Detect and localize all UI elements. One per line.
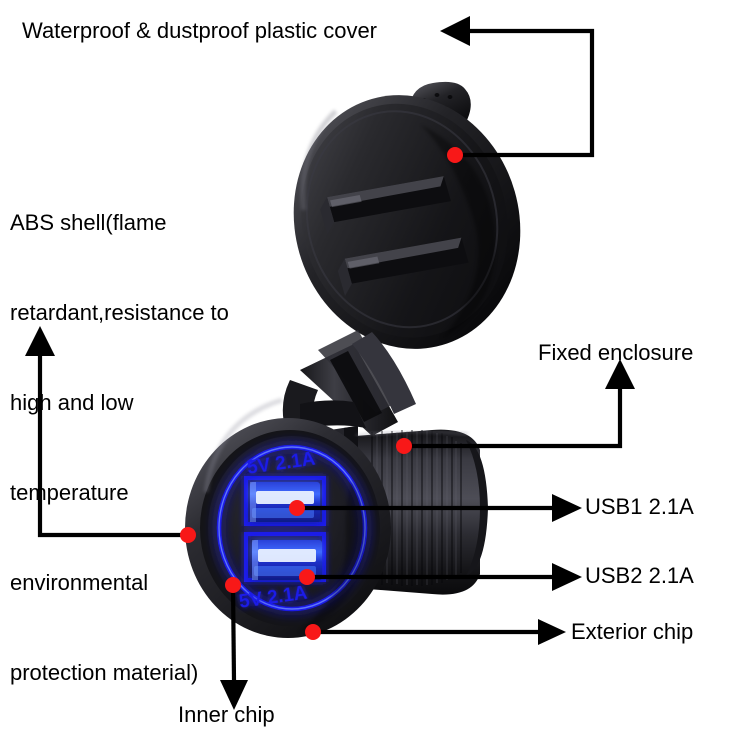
arrowhead-usb2 xyxy=(552,563,582,591)
waterproof-cover-art xyxy=(293,81,521,349)
arrowhead-fixed-enclosure xyxy=(605,359,635,389)
usb-port-1-art xyxy=(250,482,320,522)
marker-fixed-enclosure xyxy=(396,438,412,454)
leader-cover xyxy=(455,28,595,158)
label-waterproof-cover: Waterproof & dustproof plastic cover xyxy=(22,18,378,43)
callout-markers xyxy=(180,147,463,640)
label-usb2: USB2 2.1A xyxy=(585,563,694,588)
abs-shell-line-4: temperature xyxy=(10,480,129,505)
marker-abs-shell xyxy=(180,527,196,543)
marker-inner-chip xyxy=(225,577,241,593)
leader-inner-chip xyxy=(230,584,237,681)
label-usb1: USB1 2.1A xyxy=(585,494,694,519)
abs-shell-line-6: protection material) xyxy=(10,660,199,685)
callout-arrowheads xyxy=(25,16,635,710)
marker-usb1 xyxy=(289,500,305,516)
label-exterior-chip: Exterior chip xyxy=(571,619,694,644)
marker-cover xyxy=(447,147,463,163)
leader-fixed-enclosure xyxy=(404,389,623,449)
arrowhead-usb1 xyxy=(552,494,582,522)
label-inner-chip: Inner chip xyxy=(178,702,275,727)
callout-leaders xyxy=(37,28,623,681)
arrowhead-abs-shell xyxy=(25,326,55,356)
marker-exterior-chip xyxy=(305,624,321,640)
marker-usb2 xyxy=(299,569,315,585)
abs-shell-line-2: retardant,resistance to xyxy=(10,300,229,325)
arrowhead-exterior-chip xyxy=(538,619,566,645)
abs-shell-line-1: ABS shell(flame xyxy=(10,210,167,235)
arrowhead-inner-chip xyxy=(220,680,248,710)
arrowhead-cover xyxy=(440,16,470,46)
label-abs-shell: ABS shell(flame retardant,resistance to … xyxy=(10,148,229,748)
abs-shell-line-3: high and low xyxy=(10,390,134,415)
abs-shell-line-5: environmental xyxy=(10,570,149,595)
leader-abs-shell xyxy=(37,356,188,538)
label-fixed-enclosure: Fixed enclosure xyxy=(538,340,694,365)
